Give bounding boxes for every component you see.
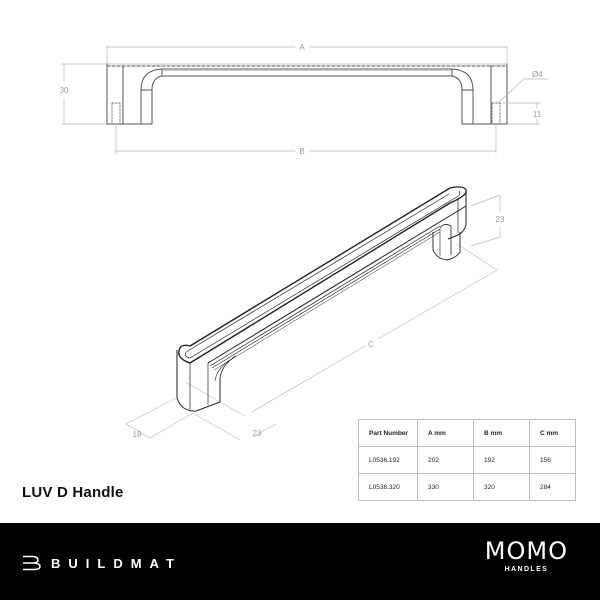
front-view: A 30	[60, 43, 549, 156]
header-c-mm: C mm	[529, 419, 576, 447]
dim-hole-depth-label: 11	[533, 110, 542, 119]
cell-b: 192	[473, 446, 530, 474]
cell-a: 202	[417, 446, 474, 474]
footer-bar: BUILDMAT MOMO HANDLES	[0, 523, 600, 600]
dim-b-label: B	[299, 147, 304, 156]
table-header-row: Part Number A mm B mm C mm	[358, 419, 576, 447]
dim-depth-label: 23	[253, 429, 262, 438]
dim-height-label: 30	[60, 86, 69, 95]
buildmat-brand: BUILDMAT	[22, 555, 182, 571]
dim-hole-diameter-label: Ø4	[532, 70, 543, 79]
cell-part-number: L0536.192	[358, 446, 418, 474]
dim-a-label: A	[299, 43, 305, 52]
partner-sub: HANDLES	[504, 566, 549, 573]
cell-part-number: L0536.320	[358, 473, 418, 501]
cell-c: 156	[529, 446, 576, 474]
table-row: L0536.192 202 192 156	[358, 446, 576, 474]
header-part-number: Part Number	[358, 419, 418, 447]
momo-brand: MOMO HANDLES	[485, 539, 568, 573]
dim-c-label: C	[368, 340, 374, 349]
cell-c: 284	[529, 473, 576, 501]
technical-drawing: A 30	[60, 43, 549, 441]
partner-name: MOMO	[484, 537, 568, 565]
spec-table: Part Number A mm B mm C mm L0536.192 202…	[358, 419, 576, 501]
header-b-mm: B mm	[473, 419, 530, 447]
product-title: LUV D Handle	[22, 484, 124, 501]
cell-a: 330	[417, 473, 474, 501]
dim-projection-label: 23	[496, 215, 505, 224]
dim-width-label: 18	[133, 430, 142, 439]
header-a-mm: A mm	[417, 419, 474, 447]
buildmat-logo-icon	[23, 555, 41, 571]
brand-name: BUILDMAT	[51, 555, 182, 571]
cell-b: 320	[473, 473, 530, 501]
isometric-view: C 23 18 23	[125, 186, 505, 441]
table-row: L0536.320 330 320 284	[358, 473, 576, 501]
